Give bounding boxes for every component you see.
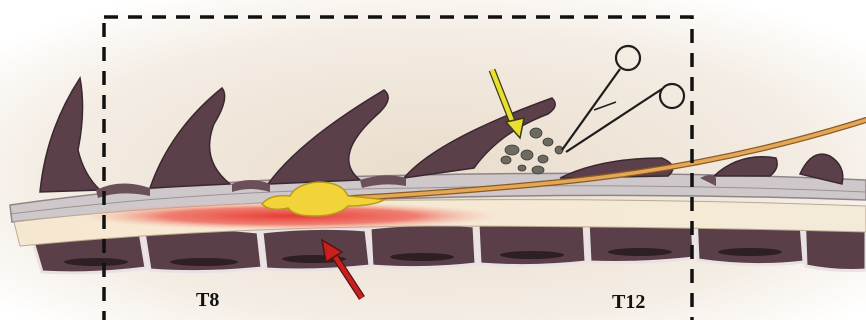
vertebral-body-4 <box>370 224 476 267</box>
label-start-vertebra: T8 <box>196 289 219 311</box>
label-end-vertebra: T12 <box>612 291 645 313</box>
vertebral-body-3 <box>262 228 370 270</box>
